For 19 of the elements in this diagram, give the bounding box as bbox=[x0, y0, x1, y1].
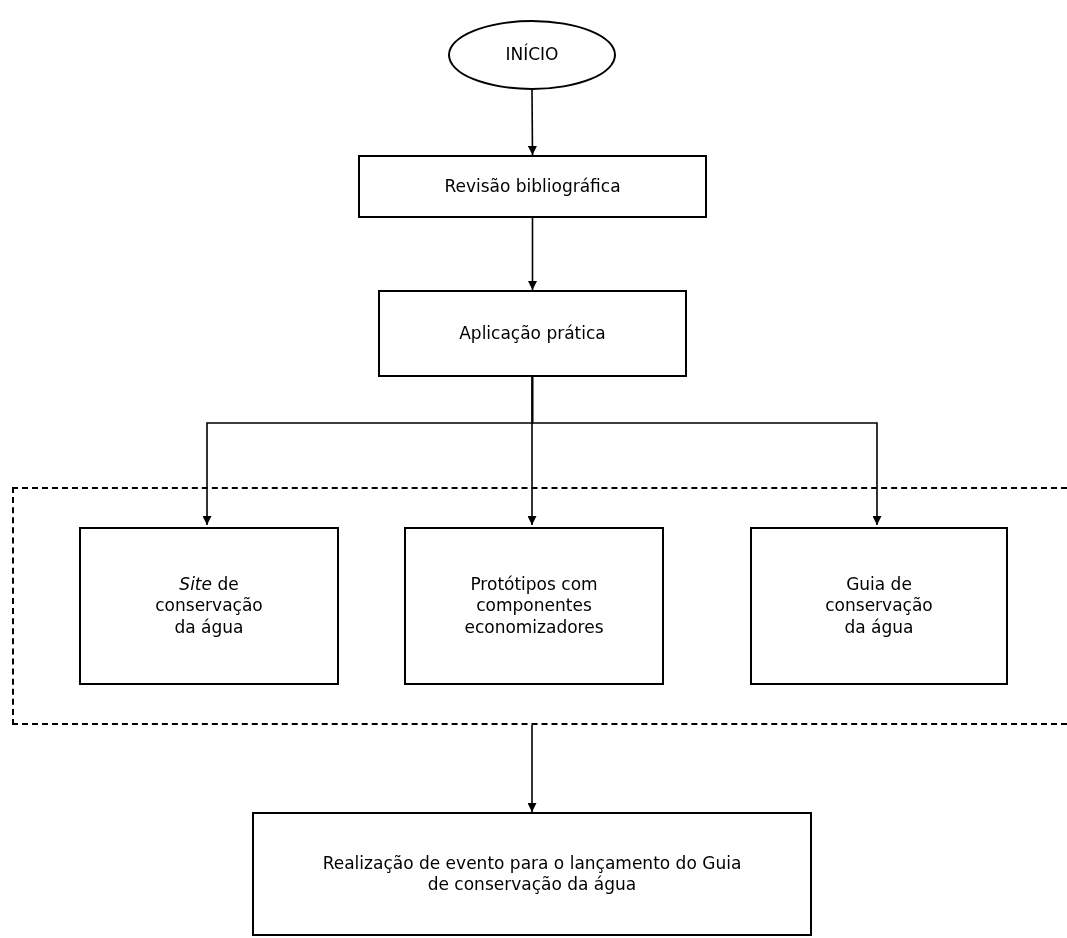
node-text: Aplicação prática bbox=[459, 322, 606, 345]
arrow bbox=[528, 217, 537, 291]
process-box bbox=[378, 290, 687, 377]
node-text: Revisão bibliográfica bbox=[444, 175, 621, 198]
arrow bbox=[527, 89, 537, 156]
arrow bbox=[527, 376, 537, 526]
node-text: Protótipos com componentes economizadores bbox=[463, 574, 605, 638]
node-text: INÍCIO bbox=[505, 44, 559, 66]
process-box bbox=[358, 155, 707, 218]
process-box bbox=[750, 527, 1008, 685]
process-box bbox=[404, 527, 664, 685]
process-box bbox=[79, 527, 339, 685]
arrow bbox=[527, 724, 537, 813]
process-box bbox=[252, 812, 812, 936]
node-text: Realização de evento para o lançamento do Guia de conservação da água bbox=[321, 852, 743, 896]
node-text: Guia de conservação da água bbox=[824, 574, 934, 638]
arrow bbox=[531, 376, 882, 526]
node-text: Site de conservação da água bbox=[154, 574, 264, 638]
dashed-group-box bbox=[12, 487, 1067, 725]
